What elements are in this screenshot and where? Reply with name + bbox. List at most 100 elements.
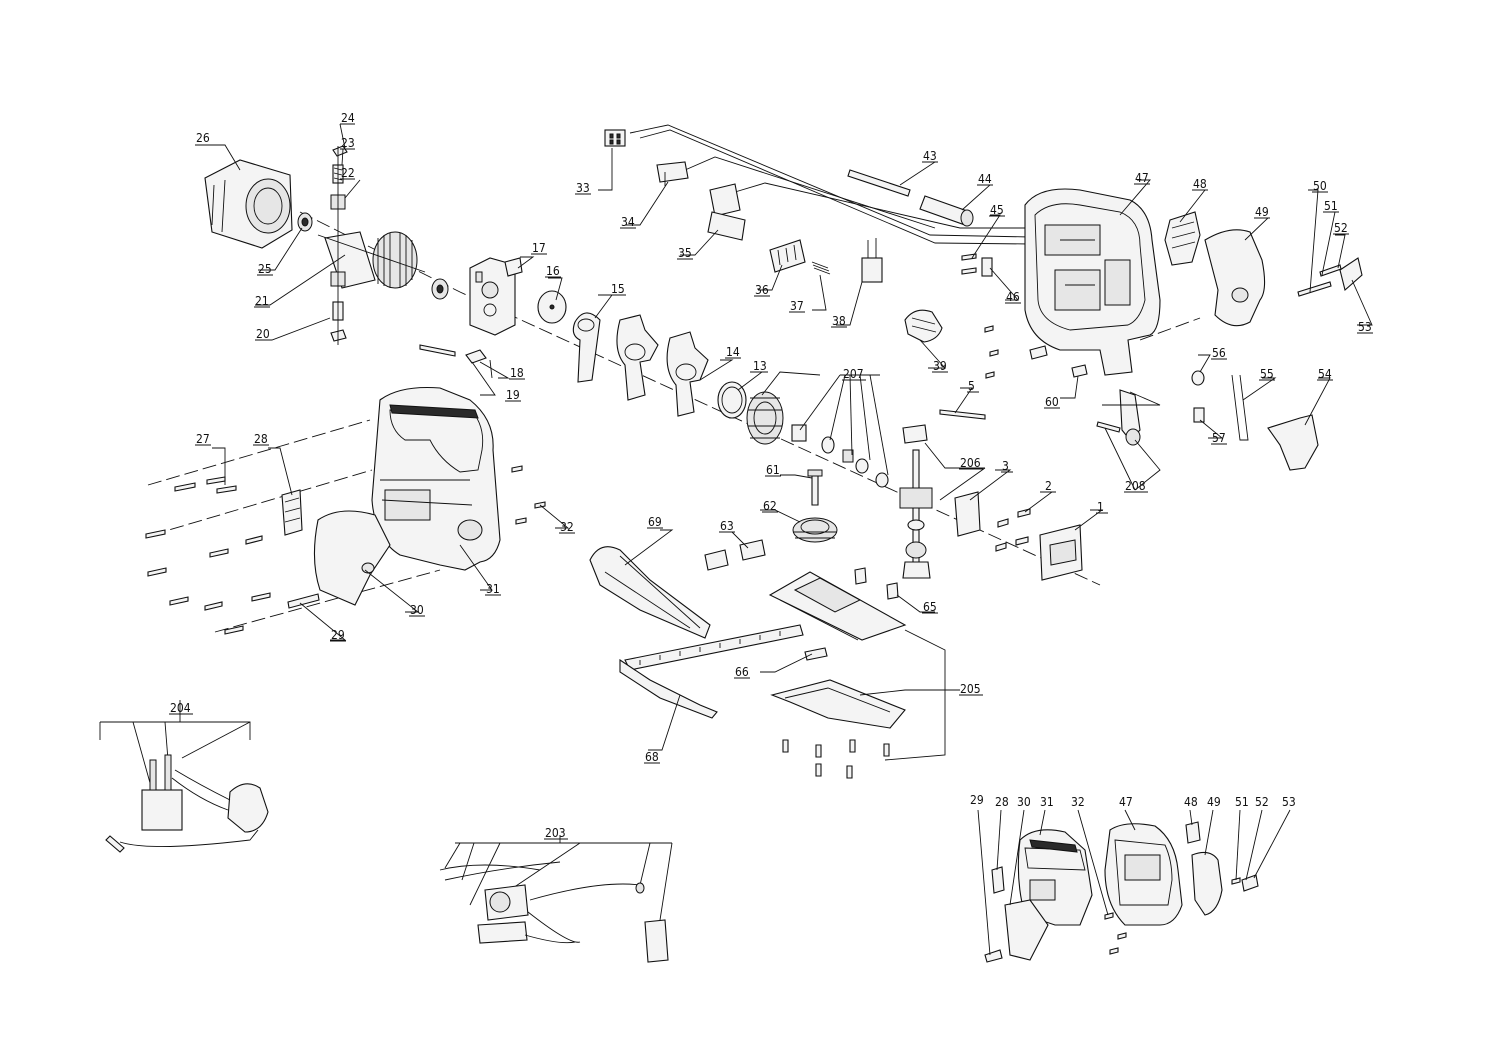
callout-208: 208 [1125, 479, 1146, 493]
callout-30: 30 [410, 603, 424, 617]
callout-207: 207 [843, 367, 864, 381]
base-screws [782, 739, 890, 779]
plunger-206 [899, 424, 933, 579]
callout-35: 35 [678, 246, 692, 260]
dust-nozzle-69 [589, 546, 711, 639]
callout-57: 57 [1212, 431, 1226, 445]
callout-62: 62 [763, 499, 777, 513]
callout-52: 52 [1334, 221, 1348, 235]
plate-66 [804, 647, 828, 661]
inset-callout-53: 53 [1282, 795, 1296, 809]
screw-29 [287, 593, 320, 609]
motor-stator-26 [204, 159, 293, 249]
gear-housing-17 [469, 257, 523, 336]
callout-49: 49 [1255, 205, 1269, 219]
bearing-25 [297, 212, 313, 232]
pin-60 [1029, 345, 1088, 378]
callout-31: 31 [486, 582, 500, 596]
spring-50 [1297, 281, 1332, 297]
washer-16 [537, 290, 567, 324]
switch-36 [769, 239, 806, 273]
callout-19: 19 [506, 388, 520, 402]
ring-13 [717, 381, 747, 419]
screws-27 [145, 476, 271, 635]
plate-15 [572, 312, 601, 383]
callout-66: 66 [735, 665, 749, 679]
connector-33 [604, 129, 626, 147]
wiring-lines [629, 124, 1031, 245]
spring-55 [1231, 374, 1249, 441]
callout-3: 3 [1002, 459, 1009, 473]
inset-callout-32: 32 [1071, 795, 1085, 809]
callout-39: 39 [933, 359, 947, 373]
callout-25: 25 [258, 262, 272, 276]
callout-23: 23 [341, 136, 355, 150]
blocks-63 [704, 539, 766, 571]
part-48 [1164, 211, 1201, 266]
callout-37: 37 [790, 299, 804, 313]
callout-44: 44 [978, 172, 992, 186]
callout-205: 205 [960, 682, 981, 696]
clip-57 [1193, 407, 1205, 423]
guard-30 [313, 510, 391, 606]
callout-27: 27 [196, 432, 210, 446]
callout-50: 50 [1313, 179, 1327, 193]
callout-206: 206 [960, 456, 981, 470]
plate-upper [616, 314, 659, 401]
plate-14 [666, 331, 709, 417]
callout-18: 18 [510, 366, 524, 380]
callout-68: 68 [645, 750, 659, 764]
inset-callout-52: 52 [1255, 795, 1269, 809]
spring-37 [811, 261, 831, 275]
callout-34: 34 [621, 215, 635, 229]
callout-13: 13 [753, 359, 767, 373]
callout-22: 22 [341, 166, 355, 180]
callout-16: 16 [546, 264, 560, 278]
lever-54 [1267, 414, 1319, 471]
vent-28 [281, 489, 303, 536]
dial-39 [904, 309, 943, 343]
callout-15: 15 [611, 282, 625, 296]
roller-208 [1096, 389, 1141, 446]
callout-38: 38 [832, 314, 846, 328]
callout-28: 28 [254, 432, 268, 446]
callout-21: 21 [255, 294, 269, 308]
callout-2: 2 [1045, 479, 1052, 493]
screws-45 [961, 253, 977, 275]
inset-callout-31: 31 [1040, 795, 1054, 809]
cover-49 [1204, 229, 1266, 327]
callout-24: 24 [341, 111, 355, 125]
pin-5 [939, 409, 986, 420]
electronics-assembly-203 [439, 842, 673, 963]
lever-53 [1339, 257, 1363, 292]
callout-labels: 26 24 23 22 25 21 20 17 16 15 18 19 14 1… [170, 111, 1372, 840]
rod-43 [847, 169, 911, 197]
tab-65 [854, 567, 899, 600]
callout-29: 29 [331, 628, 345, 642]
baseplate-assembly-205 [768, 571, 907, 641]
callout-14: 14 [726, 345, 740, 359]
part-1 [1039, 524, 1083, 581]
screw-61 [807, 469, 823, 506]
housing-half-31 [371, 386, 501, 571]
callout-1: 1 [1097, 500, 1104, 514]
sleeve-44 [919, 195, 974, 227]
inset-callout-28: 28 [995, 795, 1009, 809]
switch-assembly-204 [99, 721, 269, 853]
inset-callout-48: 48 [1184, 795, 1198, 809]
callout-5: 5 [968, 379, 975, 393]
pin-18 [419, 344, 456, 357]
parallel-guide-68 [619, 624, 804, 719]
bearing-20 [431, 278, 449, 300]
callout-48: 48 [1193, 177, 1207, 191]
base-shoe [770, 679, 906, 729]
inset-callout-51: 51 [1235, 795, 1249, 809]
callout-46: 46 [1006, 290, 1020, 304]
inset-callout-49: 49 [1207, 795, 1221, 809]
small-screws-mid [984, 325, 999, 379]
inset-callout-29: 29 [970, 793, 984, 807]
callout-17: 17 [532, 241, 546, 255]
callout-20: 20 [256, 327, 270, 341]
